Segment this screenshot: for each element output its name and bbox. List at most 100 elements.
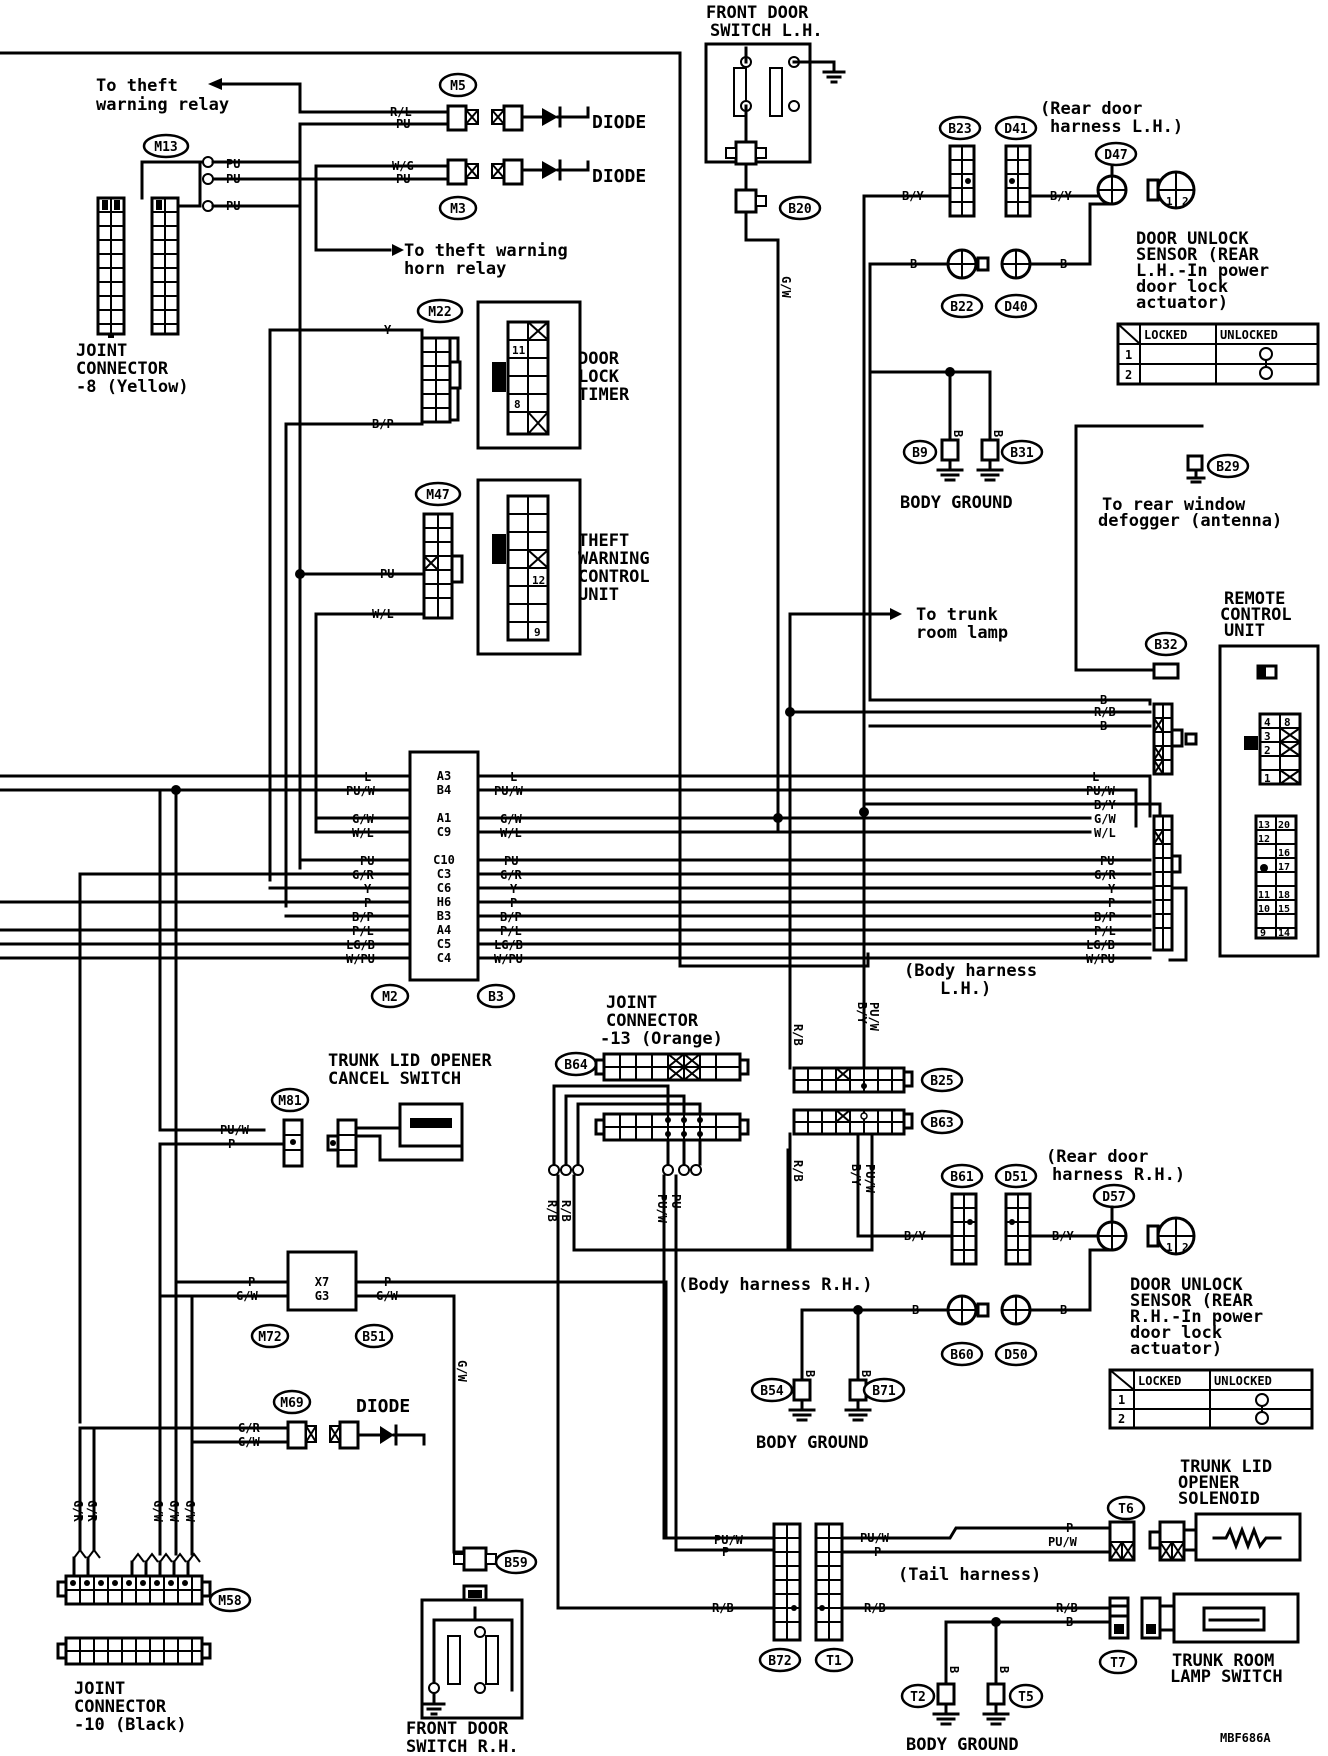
svg-text:PU/W: PU/W: [655, 1194, 669, 1224]
svg-text:PU/W: PU/W: [860, 1531, 890, 1545]
svg-text:R/B: R/B: [1094, 705, 1116, 719]
svg-text:C9: C9: [437, 825, 451, 839]
svg-text:W/L: W/L: [500, 826, 522, 840]
svg-text:B: B: [859, 1370, 873, 1377]
svg-text:harness R.H.): harness R.H.): [1052, 1165, 1185, 1185]
svg-text:3: 3: [1264, 730, 1271, 743]
tail-harness-label: (Tail harness): [898, 1565, 1041, 1585]
svg-text:A4: A4: [437, 923, 451, 937]
joint8-label: JOINT: [76, 341, 127, 361]
svg-text:G/W: G/W: [183, 1500, 197, 1522]
svg-text:PU: PU: [226, 172, 240, 186]
svg-text:R/B: R/B: [559, 1200, 573, 1222]
svg-text:Y: Y: [510, 882, 518, 896]
svg-text:C6: C6: [437, 881, 451, 895]
svg-text:B/Y: B/Y: [849, 1164, 863, 1186]
svg-text:D57: D57: [1102, 1190, 1125, 1205]
svg-text:PU: PU: [380, 567, 394, 581]
svg-text:LOCKED: LOCKED: [1138, 1374, 1181, 1388]
svg-text:W/PU: W/PU: [494, 952, 523, 966]
svg-text:B4: B4: [437, 783, 451, 797]
svg-text:15: 15: [1278, 904, 1290, 915]
svg-text:door lock: door lock: [1136, 277, 1228, 297]
svg-text:L: L: [364, 770, 371, 784]
svg-text:CANCEL SWITCH: CANCEL SWITCH: [328, 1069, 461, 1089]
svg-text:12: 12: [1258, 834, 1270, 845]
svg-text:M2: M2: [382, 990, 398, 1005]
svg-text:harness L.H.): harness L.H.): [1050, 117, 1183, 137]
svg-text:13: 13: [1258, 820, 1270, 831]
svg-text:B: B: [1100, 719, 1107, 733]
connector-m13: M13 PU PU PU: [96, 122, 302, 338]
svg-text:G/R: G/R: [500, 868, 522, 882]
svg-text:SWITCH L.H.: SWITCH L.H.: [710, 21, 823, 41]
svg-text:G3: G3: [315, 1289, 329, 1303]
svg-text:W/L: W/L: [352, 826, 374, 840]
svg-text:17: 17: [1278, 862, 1290, 873]
svg-text:B59: B59: [504, 1556, 527, 1571]
svg-text:PU: PU: [504, 854, 518, 868]
body-harness-lh-label: (Body harness: [904, 961, 1037, 981]
svg-text:CONNECTOR: CONNECTOR: [606, 1011, 699, 1031]
svg-text:PU: PU: [360, 854, 374, 868]
front-door-switch-lh: B20 G/W: [704, 42, 846, 834]
svg-text:M72: M72: [258, 1330, 281, 1345]
svg-text:G/W: G/W: [376, 1289, 398, 1303]
svg-text:L: L: [510, 770, 517, 784]
svg-text:-13 (Orange): -13 (Orange): [600, 1029, 723, 1049]
top-wire: [0, 51, 870, 968]
joint-connector-10: G/R G/R G/W G/W G/W M58: [56, 1128, 252, 1666]
svg-text:LAMP SWITCH: LAMP SWITCH: [1170, 1667, 1283, 1687]
svg-text:SENSOR (REAR: SENSOR (REAR: [1130, 1291, 1254, 1311]
svg-text:B9: B9: [912, 446, 928, 461]
svg-text:P: P: [510, 896, 517, 910]
svg-text:B63: B63: [930, 1116, 953, 1131]
body-ground-label-3: BODY GROUND: [906, 1735, 1019, 1755]
svg-text:SWITCH R.H.: SWITCH R.H.: [406, 1737, 519, 1756]
svg-text:PU: PU: [669, 1194, 683, 1208]
body-ground-label-2: BODY GROUND: [756, 1433, 869, 1453]
svg-text:1: 1: [1264, 772, 1271, 785]
svg-text:UNIT: UNIT: [1224, 621, 1265, 641]
body-ground-label-1: BODY GROUND: [900, 493, 1013, 513]
connector-b25-b63: B25 B63 R/B B/Y PU/W R/B B/Y PU/W: [674, 1002, 964, 1252]
trunk-room-lamp-switch: R/B B T7: [994, 1592, 1300, 1675]
svg-text:G/W: G/W: [779, 276, 793, 298]
svg-text:B31: B31: [1010, 446, 1034, 461]
svg-text:H6: H6: [437, 895, 451, 909]
remote-control-unit-label: REMOTE: [1224, 589, 1285, 609]
svg-text:Y: Y: [364, 882, 372, 896]
svg-text:M13: M13: [154, 140, 177, 155]
svg-text:defogger (antenna): defogger (antenna): [1098, 511, 1282, 531]
svg-text:OPENER: OPENER: [1178, 1473, 1240, 1493]
svg-text:8: 8: [514, 398, 521, 411]
svg-text:G/W: G/W: [1094, 812, 1116, 826]
svg-text:P: P: [248, 1275, 255, 1289]
svg-text:C3: C3: [437, 867, 451, 881]
trunk-lid-opener-cancel-switch-label: TRUNK LID OPENER: [328, 1051, 493, 1071]
svg-text:B: B: [1100, 693, 1107, 707]
svg-text:R/B: R/B: [712, 1601, 734, 1615]
svg-text:G/R: G/R: [85, 1500, 99, 1522]
svg-text:G/W: G/W: [352, 812, 374, 826]
svg-text:B32: B32: [1154, 638, 1177, 653]
svg-text:G/W: G/W: [455, 1360, 469, 1382]
connector-b32: B32: [1074, 424, 1188, 680]
svg-text:2: 2: [1182, 195, 1189, 208]
b60-d50: B B B60 D50: [800, 1248, 1114, 1367]
svg-text:SENSOR (REAR: SENSOR (REAR: [1136, 245, 1260, 265]
svg-text:R/B: R/B: [791, 1024, 805, 1046]
svg-text:P: P: [228, 1137, 235, 1151]
joint10-label: JOINT: [74, 1679, 125, 1699]
svg-text:LG/B: LG/B: [346, 938, 375, 952]
svg-text:-10 (Black): -10 (Black): [74, 1715, 187, 1735]
svg-text:P/L: P/L: [1094, 924, 1116, 938]
svg-text:WARNING: WARNING: [578, 549, 650, 569]
svg-text:P/L: P/L: [500, 924, 522, 938]
svg-text:L.H.): L.H.): [940, 979, 991, 999]
svg-text:8: 8: [1284, 716, 1291, 729]
b29-defogger: B29: [1074, 424, 1250, 484]
svg-text:B: B: [912, 1303, 919, 1317]
body-harness-rh-label: (Body harness R.H.): [678, 1275, 872, 1295]
